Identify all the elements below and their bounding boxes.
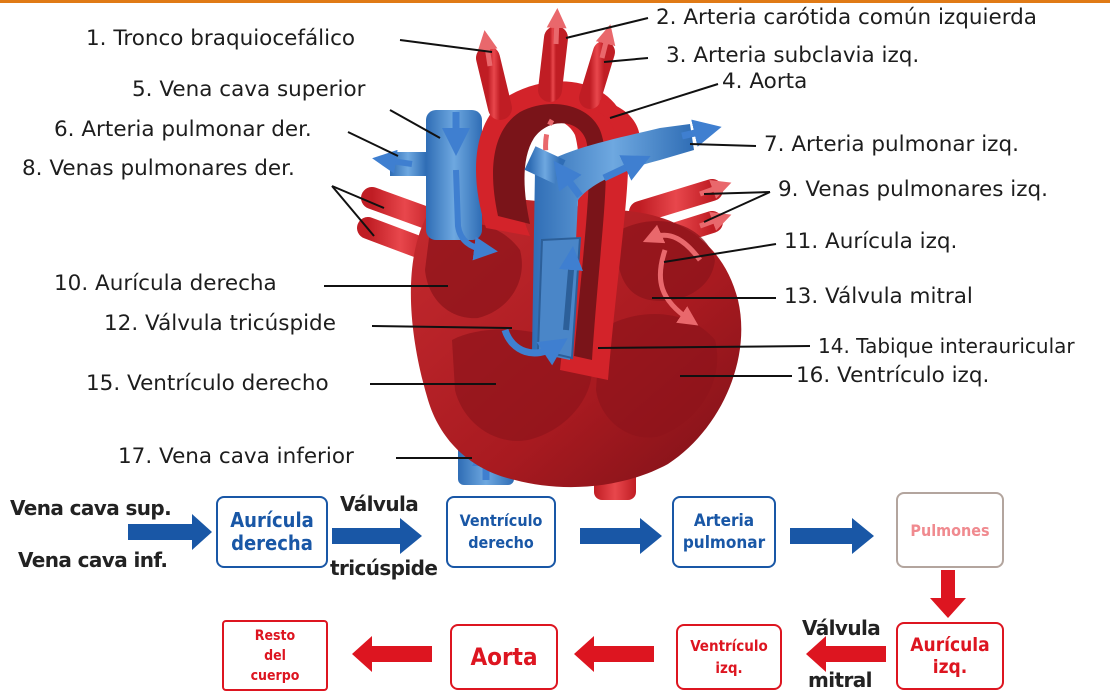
label-aorta: 4. Aorta (722, 70, 807, 94)
flow-box-resto-cuerpo: Resto del cuerpo (222, 620, 328, 691)
label-ventriculo-derecho: 15. Ventrículo derecho (86, 372, 329, 396)
flow-box-auricula-izq: Aurícula izq. (896, 622, 1004, 690)
label-arteria-carotida: 2. Arteria carótida común izquierda (656, 6, 1037, 30)
flow-valvula-mitral-line1: Válvula (802, 616, 880, 640)
label-ventriculo-izq: 16. Ventrículo izq. (796, 364, 989, 388)
flow-box-ventriculo-izq: Ventrículo izq. (676, 624, 782, 690)
label-venas-pulmonares-der: 8. Venas pulmonares der. (22, 157, 295, 181)
flow-box-pulmones: Pulmones (896, 492, 1004, 568)
label-auricula-izq: 11. Aurícula izq. (784, 230, 957, 254)
label-auricula-derecha: 10. Aurícula derecha (54, 272, 277, 296)
label-venas-pulmonares-izq: 9. Venas pulmonares izq. (778, 178, 1048, 202)
flow-box-ventriculo-derecho: Ventrículo derecho (446, 496, 556, 568)
flow-valvula-mitral-line2: mitral (808, 668, 872, 692)
flow-box-arteria-pulmonar: Arteria pulmonar (672, 496, 776, 568)
label-arteria-pulmonar-der: 6. Arteria pulmonar der. (54, 118, 312, 142)
flow-box-aorta: Aorta (450, 624, 558, 690)
label-tabique-interauricular: 14. Tabique interauricular (818, 334, 1075, 358)
label-tronco-braquiocefalico: 1. Tronco braquiocefálico (86, 27, 355, 51)
flow-valvula-tricuspide-line2: tricúspide (330, 556, 437, 580)
label-valvula-tricuspide: 12. Válvula tricúspide (104, 312, 336, 336)
flow-input-vena-cava-sup: Vena cava sup. (10, 496, 171, 520)
label-vena-cava-superior: 5. Vena cava superior (132, 78, 366, 102)
label-valvula-mitral: 13. Válvula mitral (784, 285, 973, 309)
flow-valvula-tricuspide-line1: Válvula (340, 492, 418, 516)
label-vena-cava-inferior: 17. Vena cava inferior (118, 445, 354, 469)
label-arteria-subclavia: 3. Arteria subclavia izq. (666, 44, 919, 68)
flow-box-auricula-derecha: Aurícula derecha (216, 496, 328, 568)
label-arteria-pulmonar-izq: 7. Arteria pulmonar izq. (764, 133, 1019, 157)
flow-input-vena-cava-inf: Vena cava inf. (18, 548, 167, 572)
